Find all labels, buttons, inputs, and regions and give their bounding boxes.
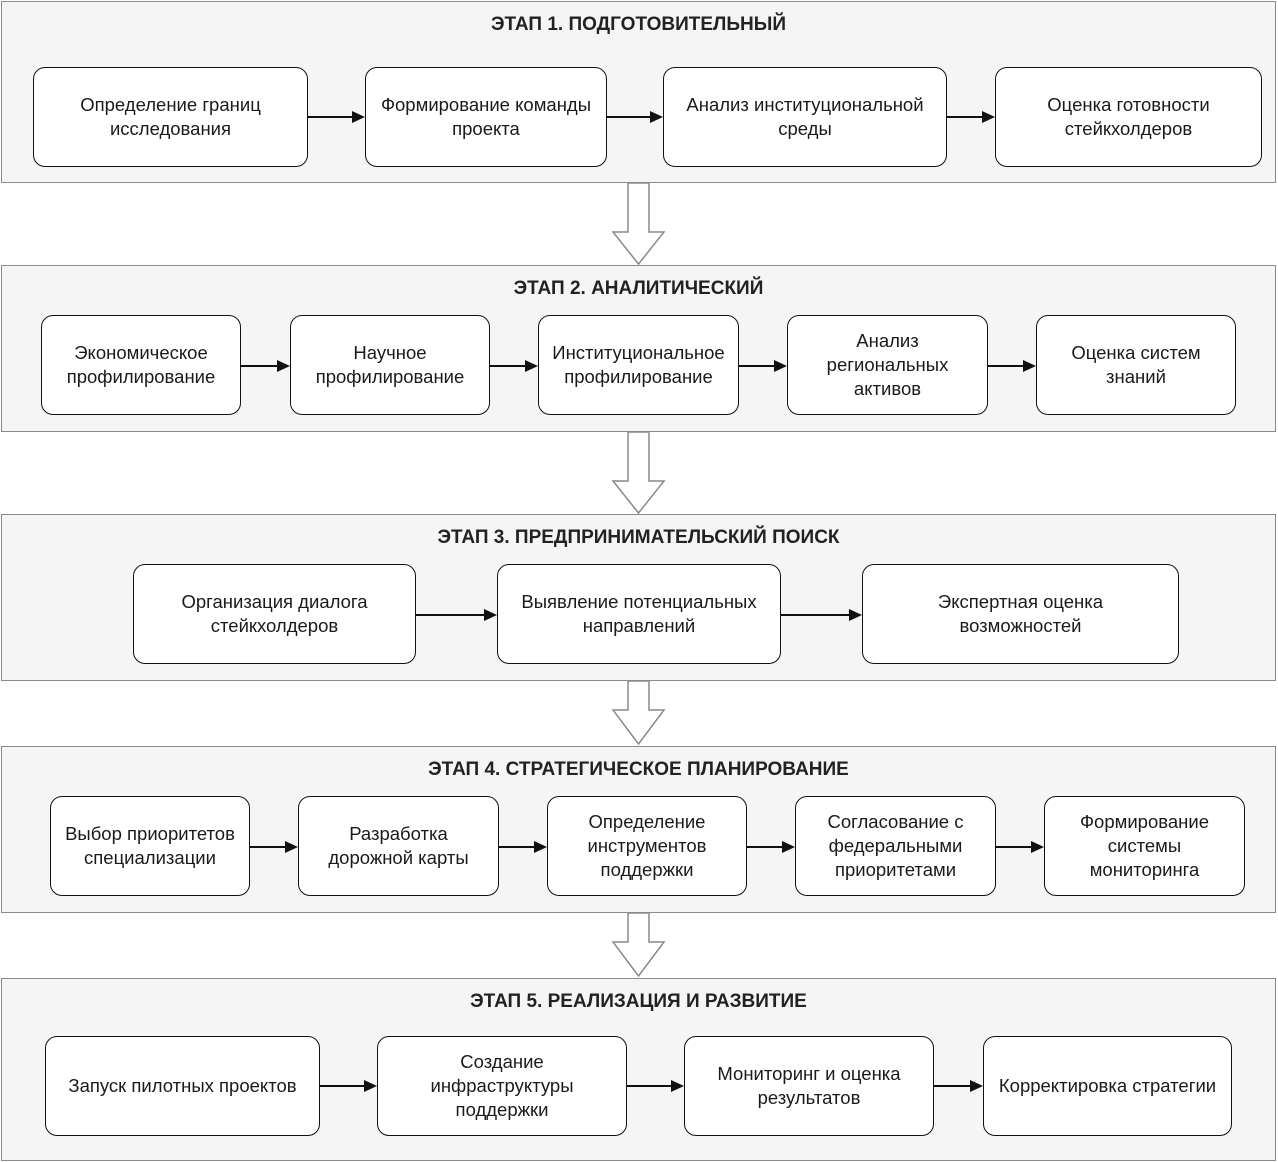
flow-arrowhead-1-3 <box>982 111 995 123</box>
step-3-1-label: Организация диалога стейкхолдеров <box>181 591 368 636</box>
step-2-4: Анализ региональных активов <box>787 315 988 415</box>
step-2-1-label: Экономическое профилирование <box>66 342 216 387</box>
step-2-2-label: Научное профилирование <box>315 342 465 387</box>
flow-arrowhead-4-1 <box>285 841 298 853</box>
step-1-1-label: Определение границ исследования <box>80 94 261 139</box>
step-1-2-label: Формирование команды проекта <box>380 94 592 139</box>
flow-arrow-2-3 <box>739 365 774 367</box>
stage-3-title: ЭТАП 3. ПРЕДПРИНИМАТЕЛЬСКИЙ ПОИСК <box>437 527 840 548</box>
step-5-1-label: Запуск пилотных проектов <box>68 1075 297 1096</box>
stage-transition-arrow-4 <box>611 912 666 978</box>
step-4-2-label: Разработка дорожной карты <box>328 823 469 868</box>
step-4-3: Определение инструментов поддержки <box>547 796 747 896</box>
step-3-2-label: Выявление потенциальных направлений <box>521 591 757 636</box>
step-4-4-label: Согласование с федеральными приоритетами <box>827 811 964 880</box>
flow-arrowhead-3-2 <box>849 609 862 621</box>
flow-arrow-1-2 <box>607 116 650 118</box>
flow-arrow-2-4 <box>988 365 1023 367</box>
flow-arrow-5-2 <box>627 1085 671 1087</box>
step-2-5: Оценка систем знаний <box>1036 315 1236 415</box>
flow-arrowhead-2-1 <box>277 360 290 372</box>
step-5-2: Создание инфраструктуры поддержки <box>377 1036 627 1136</box>
flow-arrow-4-4 <box>996 846 1031 848</box>
stage-5-title: ЭТАП 5. РЕАЛИЗАЦИЯ И РАЗВИТИЕ <box>470 991 807 1012</box>
flow-arrowhead-4-3 <box>782 841 795 853</box>
flow-arrow-1-1 <box>308 116 352 118</box>
step-5-4: Корректировка стратегии <box>983 1036 1232 1136</box>
flow-arrow-3-2 <box>781 614 849 616</box>
stage-1-title: ЭТАП 1. ПОДГОТОВИТЕЛЬНЫЙ <box>490 14 786 35</box>
flow-arrow-3-1 <box>416 614 484 616</box>
step-1-4-label: Оценка готовности стейкхолдеров <box>1047 94 1210 139</box>
step-1-2: Формирование команды проекта <box>365 67 607 167</box>
step-3-1: Организация диалога стейкхолдеров <box>133 564 416 664</box>
flow-arrow-1-3 <box>947 116 982 118</box>
step-5-1: Запуск пилотных проектов <box>45 1036 320 1136</box>
step-5-3: Мониторинг и оценка результатов <box>684 1036 934 1136</box>
step-4-3-label: Определение инструментов поддержки <box>587 811 707 880</box>
step-2-3: Институциональное профилирование <box>538 315 739 415</box>
step-1-3: Анализ институциональной среды <box>663 67 947 167</box>
step-4-5-label: Формирование системы мониторинга <box>1079 811 1210 880</box>
flow-arrowhead-3-1 <box>484 609 497 621</box>
flow-arrowhead-1-2 <box>650 111 663 123</box>
stage-transition-arrow-3 <box>611 680 666 746</box>
step-1-1: Определение границ исследования <box>33 67 308 167</box>
step-1-3-label: Анализ институциональной среды <box>686 94 924 139</box>
stage-transition-arrow-2 <box>611 431 666 515</box>
step-4-4: Согласование с федеральными приоритетами <box>795 796 996 896</box>
flow-arrowhead-2-2 <box>525 360 538 372</box>
step-2-5-label: Оценка систем знаний <box>1071 342 1201 387</box>
step-4-1-label: Выбор приоритетов специализации <box>65 823 235 868</box>
flow-arrow-2-1 <box>241 365 277 367</box>
step-5-2-label: Создание инфраструктуры поддержки <box>430 1051 574 1120</box>
flow-arrowhead-4-4 <box>1031 841 1044 853</box>
step-4-1: Выбор приоритетов специализации <box>50 796 250 896</box>
flow-arrow-5-1 <box>320 1085 364 1087</box>
flow-arrow-4-3 <box>747 846 782 848</box>
step-4-5: Формирование системы мониторинга <box>1044 796 1245 896</box>
stage-transition-arrow-1 <box>611 182 666 266</box>
stage-2-title: ЭТАП 2. АНАЛИТИЧЕСКИЙ <box>513 278 764 299</box>
flow-arrowhead-1-1 <box>352 111 365 123</box>
step-2-1: Экономическое профилирование <box>41 315 241 415</box>
flow-arrow-4-2 <box>499 846 534 848</box>
flow-arrowhead-4-2 <box>534 841 547 853</box>
flow-arrowhead-5-2 <box>671 1080 684 1092</box>
step-3-2: Выявление потенциальных направлений <box>497 564 781 664</box>
flow-arrow-4-1 <box>250 846 285 848</box>
step-2-4-label: Анализ региональных активов <box>826 330 949 399</box>
flow-arrowhead-5-1 <box>364 1080 377 1092</box>
step-2-2: Научное профилирование <box>290 315 490 415</box>
step-5-3-label: Мониторинг и оценка результатов <box>717 1063 901 1108</box>
step-2-3-label: Институциональное профилирование <box>552 342 725 387</box>
flow-arrow-2-2 <box>490 365 525 367</box>
step-5-4-label: Корректировка стратегии <box>998 1075 1217 1096</box>
step-4-2: Разработка дорожной карты <box>298 796 499 896</box>
flow-arrowhead-2-4 <box>1023 360 1036 372</box>
step-3-3: Экспертная оценка возможностей <box>862 564 1179 664</box>
flow-arrowhead-5-3 <box>970 1080 983 1092</box>
step-3-3-label: Экспертная оценка возможностей <box>937 591 1104 636</box>
step-1-4: Оценка готовности стейкхолдеров <box>995 67 1262 167</box>
flow-arrowhead-2-3 <box>774 360 787 372</box>
stage-4-title: ЭТАП 4. СТРАТЕГИЧЕСКОЕ ПЛАНИРОВАНИЕ <box>428 759 849 780</box>
flow-arrow-5-3 <box>934 1085 970 1087</box>
